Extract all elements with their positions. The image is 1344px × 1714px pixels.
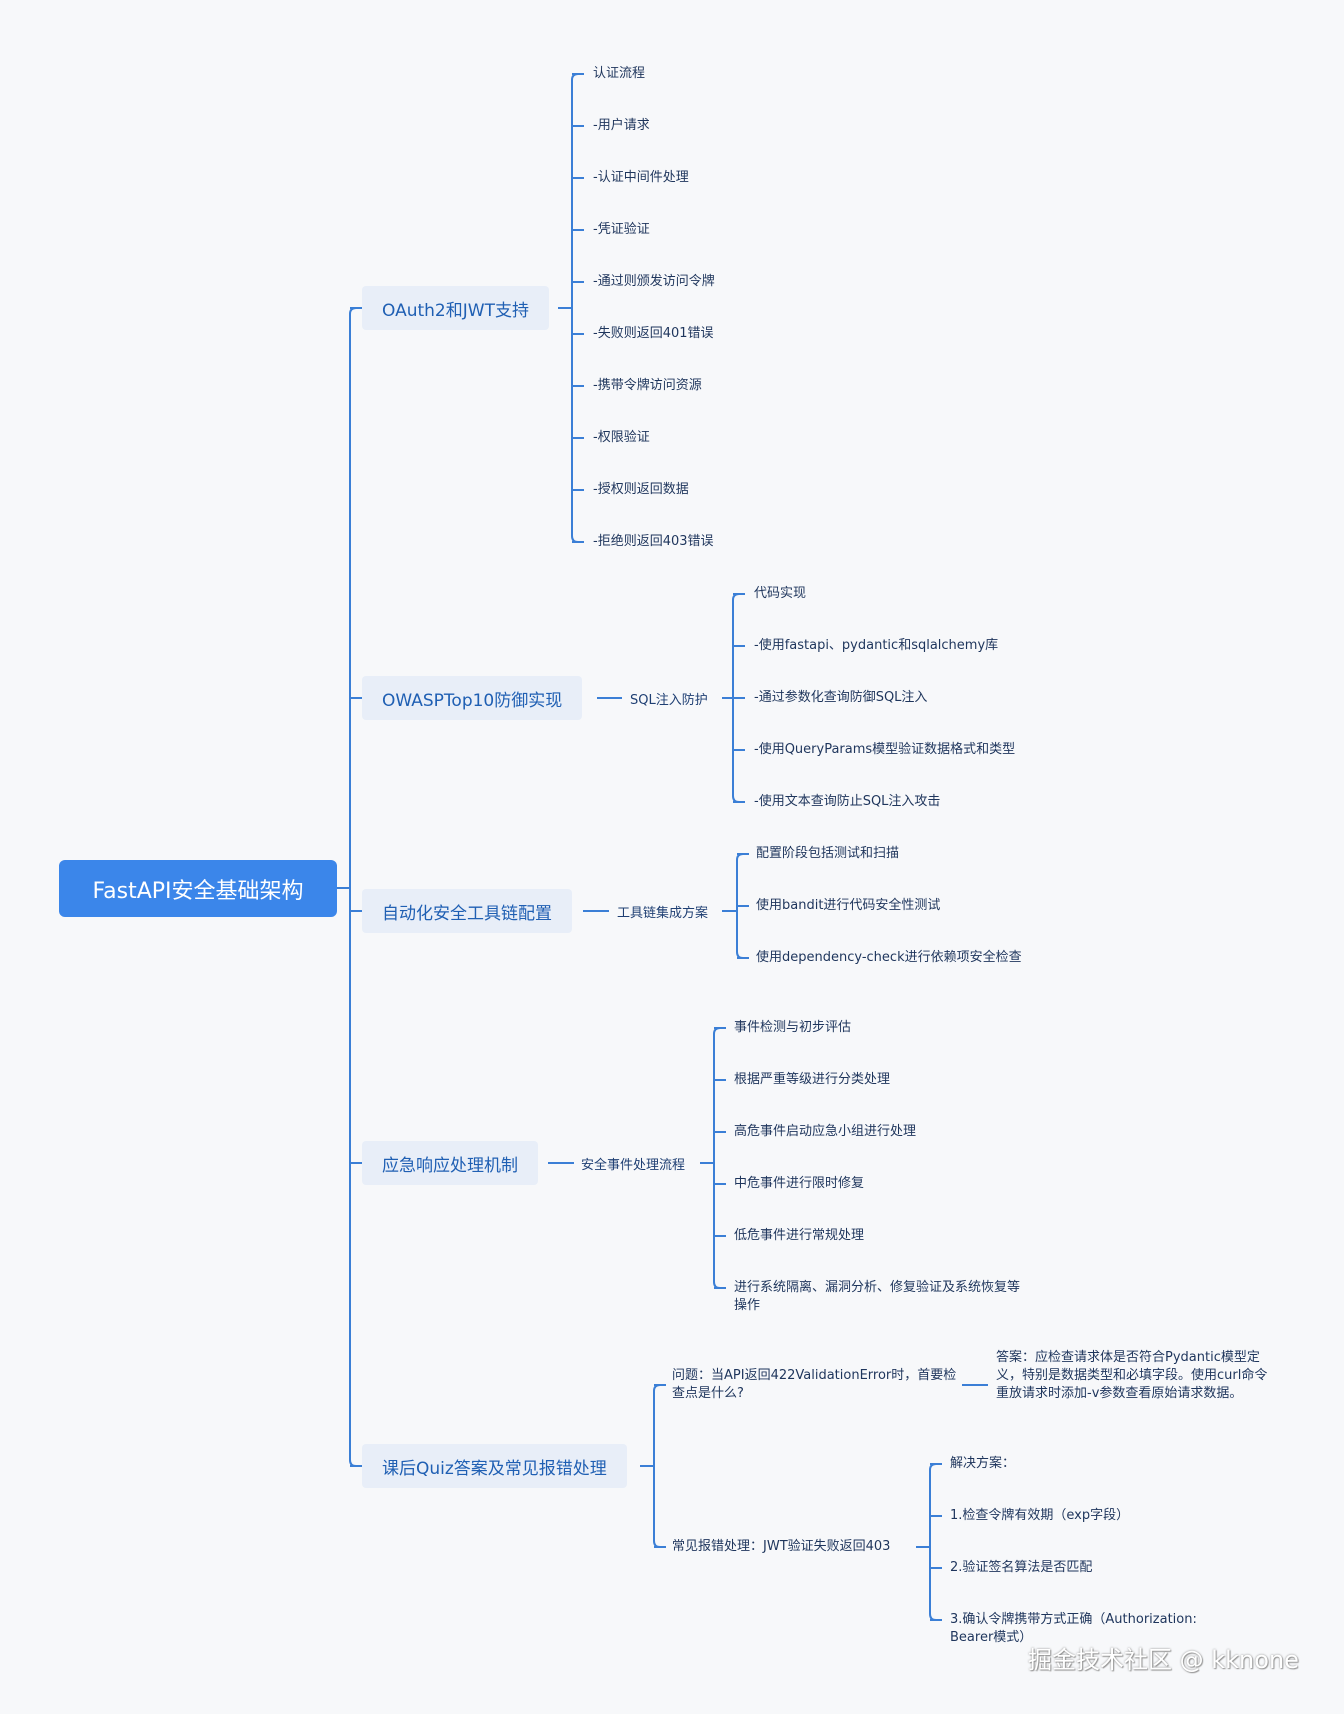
quiz-error[interactable]: 常见报错处理：JWT验证失败返回403 <box>672 1539 891 1554</box>
oauth-leaf[interactable]: -携带令牌访问资源 <box>593 378 702 393</box>
branch-oauth[interactable]: OAuth2和JWT支持 <box>362 286 549 330</box>
branch-owasp[interactable]: OWASPTop10防御实现 <box>362 676 583 720</box>
owasp-leaf[interactable]: -使用QueryParams模型验证数据格式和类型 <box>754 742 1016 757</box>
solution-bracket <box>929 1463 937 1621</box>
solution-leaf[interactable]: 2.验证签名算法是否匹配 <box>950 1560 1093 1575</box>
branch-quiz[interactable]: 课后Quiz答案及常见报错处理 <box>362 1444 627 1488</box>
incident-leaf[interactable]: 高危事件启动应急小组进行处理 <box>734 1124 917 1139</box>
oauth-leaf[interactable]: -通过则颁发访问令牌 <box>593 274 715 289</box>
quiz-question[interactable]: 问题：当API返回422ValidationError时，首要检查点是什么? <box>672 1368 957 1401</box>
tools-leaf[interactable]: 使用dependency-check进行依赖项安全检查 <box>756 950 1022 965</box>
oauth-leaf[interactable]: -授权则返回数据 <box>593 482 689 497</box>
owasp-leaf[interactable]: 代码实现 <box>754 586 807 601</box>
incident-leaf[interactable]: 低危事件进行常规处理 <box>734 1228 865 1243</box>
root-bracket <box>349 307 357 1467</box>
oauth-bracket <box>571 73 579 543</box>
quiz-answer[interactable]: 答案：应检查请求体是否符合Pydantic模型定义，特别是数据类型和必填字段。使… <box>996 1350 1268 1401</box>
oauth-leaf[interactable]: -凭证验证 <box>593 222 650 237</box>
incident-subtopic[interactable]: 安全事件处理流程 <box>581 1157 686 1173</box>
oauth-leaf[interactable]: -认证中间件处理 <box>593 170 689 185</box>
oauth-leaf[interactable]: -用户请求 <box>593 118 650 133</box>
owasp-subtopic[interactable]: SQL注入防护 <box>630 692 708 708</box>
owasp-leaf[interactable]: -使用fastapi、pydantic和sqlalchemy库 <box>754 638 999 653</box>
branch-tools[interactable]: 自动化安全工具链配置 <box>362 889 572 933</box>
watermark: 掘金技术社区 @ kknone <box>1028 1646 1299 1674</box>
oauth-leaf[interactable]: -权限验证 <box>593 430 650 445</box>
owasp-leaf[interactable]: -使用文本查询防止SQL注入攻击 <box>754 794 941 809</box>
oauth-leaf[interactable]: 认证流程 <box>593 66 646 81</box>
tools-leaf[interactable]: 使用bandit进行代码安全性测试 <box>756 898 941 913</box>
oauth-leaf[interactable]: -失败则返回401错误 <box>593 326 714 341</box>
root-node[interactable]: FastAPI安全基础架构 <box>59 860 337 917</box>
solution-leaf[interactable]: 解决方案： <box>950 1456 1016 1471</box>
oauth-leaf[interactable]: -拒绝则返回403错误 <box>593 534 714 549</box>
quiz-bracket <box>653 1384 661 1548</box>
incident-bracket <box>713 1027 721 1289</box>
branch-incident[interactable]: 应急响应处理机制 <box>362 1141 538 1185</box>
solution-leaf[interactable]: 3.确认令牌携带方式正确（Authorization: Bearer模式） <box>950 1612 1197 1645</box>
incident-leaf[interactable]: 中危事件进行限时修复 <box>734 1176 865 1191</box>
incident-leaf[interactable]: 进行系统隔离、漏洞分析、修复验证及系统恢复等操作 <box>734 1280 1021 1313</box>
incident-leaf[interactable]: 根据严重等级进行分类处理 <box>734 1072 891 1087</box>
owasp-leaf[interactable]: -通过参数化查询防御SQL注入 <box>754 690 928 705</box>
solution-leaf[interactable]: 1.检查令牌有效期（exp字段） <box>950 1508 1130 1523</box>
incident-leaf[interactable]: 事件检测与初步评估 <box>734 1020 852 1035</box>
tools-subtopic[interactable]: 工具链集成方案 <box>617 905 709 921</box>
tools-leaf[interactable]: 配置阶段包括测试和扫描 <box>756 846 900 861</box>
